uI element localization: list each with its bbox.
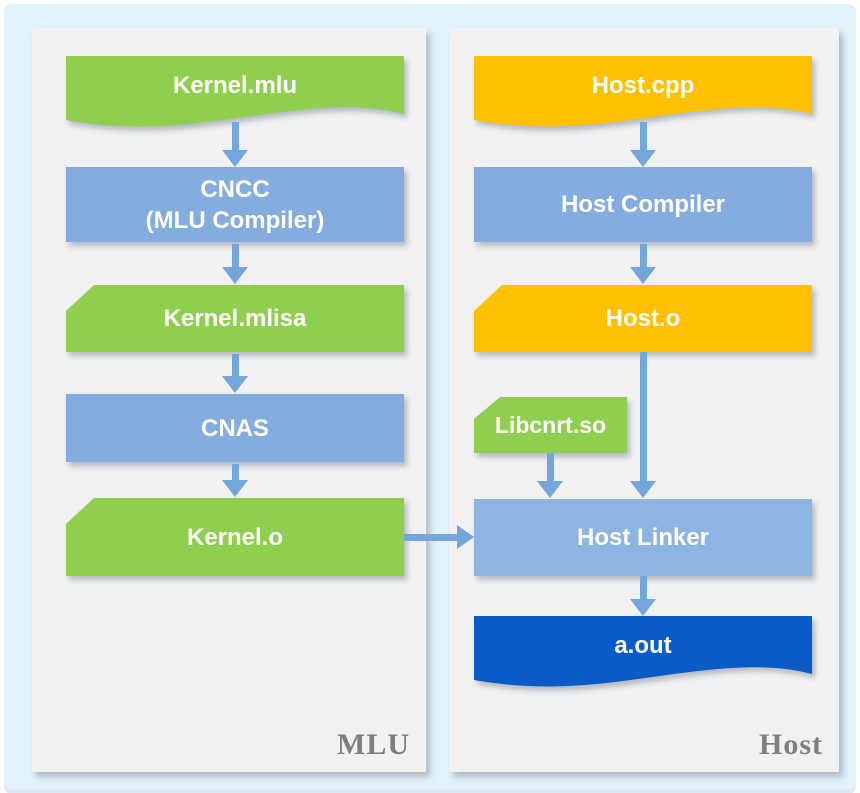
node-label: Host.o [605,305,681,332]
document-shape [66,56,404,127]
node-label: Host Linker [576,524,710,551]
node-libcnrt-so: Libcnrt.so [474,397,627,453]
arrow-libcnrt-to-host-linker [537,453,563,498]
node-label: Kernel.o [186,523,284,551]
mlu-panel-label: MLU [337,728,410,761]
arrow-cnas-to-kernel-o [222,464,248,497]
document-shape [474,56,812,127]
arrow-host-cpp-to-host-compiler [630,122,656,167]
arrow-cncc-to-kernel-mlisa [222,244,248,284]
host-panel-label: Host [759,728,823,761]
arrow-kernel-o-to-host-linker [404,525,474,549]
arrow-kernel-mlisa-to-cnas [222,354,248,393]
node-label: CNAS [200,414,269,442]
cncc-line2: (MLU Compiler) [145,206,325,234]
arrow-host-linker-to-a-out [630,576,656,616]
node-host-linker: Host Linker [474,499,812,576]
host-panel: Host.cpp Host Compiler Host.o Libcn [449,28,839,772]
node-cnas: CNAS [66,394,404,462]
mlu-panel: Kernel.mlu CNCC (MLU Compiler) Kernel.ml… [32,28,426,772]
node-kernel-o: Kernel.o [66,498,404,576]
cncc-line1: CNCC [200,175,270,203]
node-kernel-mlisa: Kernel.mlisa [66,285,404,352]
arrow-host-compiler-to-host-o [630,244,656,284]
node-label: Libcnrt.so [494,411,607,438]
document-shape [474,616,812,687]
node-host-compiler: Host Compiler [474,167,812,242]
diagram-canvas: Kernel.mlu CNCC (MLU Compiler) Kernel.ml… [4,4,856,793]
node-label: CNCC (MLU Compiler) [66,167,404,242]
arrow-host-o-to-host-linker [630,352,656,498]
node-host-o: Host.o [474,285,812,352]
node-a-out: a.out [474,616,812,694]
node-label: Kernel.mlisa [163,305,307,332]
node-cncc: CNCC (MLU Compiler) [66,167,404,242]
node-label: Host Compiler [560,191,725,218]
arrow-kernel-mlu-to-cncc [222,122,248,167]
